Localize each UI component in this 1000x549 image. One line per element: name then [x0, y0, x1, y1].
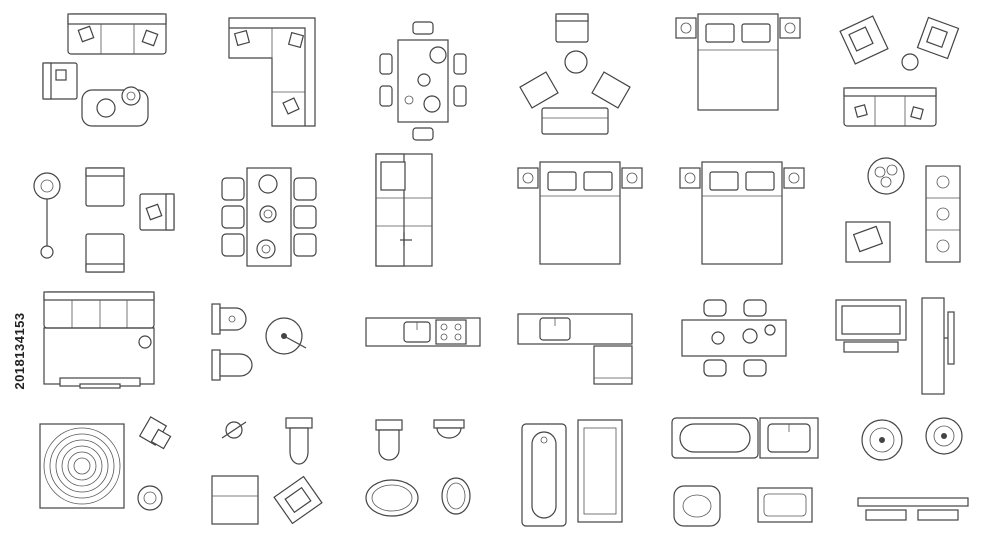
- small-toilet-icon: [211, 417, 323, 525]
- double-bed-3-icon: [679, 161, 805, 265]
- kitchen-counter-l-icon: [375, 153, 433, 267]
- kitchen-sink-stove-icon: [365, 317, 481, 347]
- double-bed-2-icon: [517, 161, 643, 265]
- floor-lamp-armchairs-icon: [33, 167, 175, 273]
- bathroom-fixtures-icon: [365, 419, 471, 517]
- bathtub-sink-icon: [671, 417, 819, 527]
- tv-icon: [835, 297, 955, 395]
- dining-table-4-icon: [681, 299, 787, 377]
- plants-cabinet-icon: [845, 157, 961, 263]
- dining-table-6-icon: [379, 21, 467, 141]
- corner-sofa-icon: [228, 17, 316, 127]
- stock-id-label: 2018134153: [12, 312, 27, 390]
- bathtub-rug-icon: [521, 419, 623, 527]
- sofa-set-icon: [42, 13, 167, 127]
- double-bed-icon: [675, 13, 801, 111]
- sofa-tv-icon: [43, 291, 155, 389]
- potted-plants-icon: [857, 417, 969, 521]
- kitchen-sink-counter-icon: [517, 313, 633, 385]
- armchairs-coffee-icon: [839, 15, 960, 127]
- dining-table-6-top-icon: [221, 167, 317, 267]
- round-rug-icon: [39, 416, 172, 511]
- toilet-icon: [211, 303, 307, 381]
- lounge-set-icon: [519, 13, 631, 135]
